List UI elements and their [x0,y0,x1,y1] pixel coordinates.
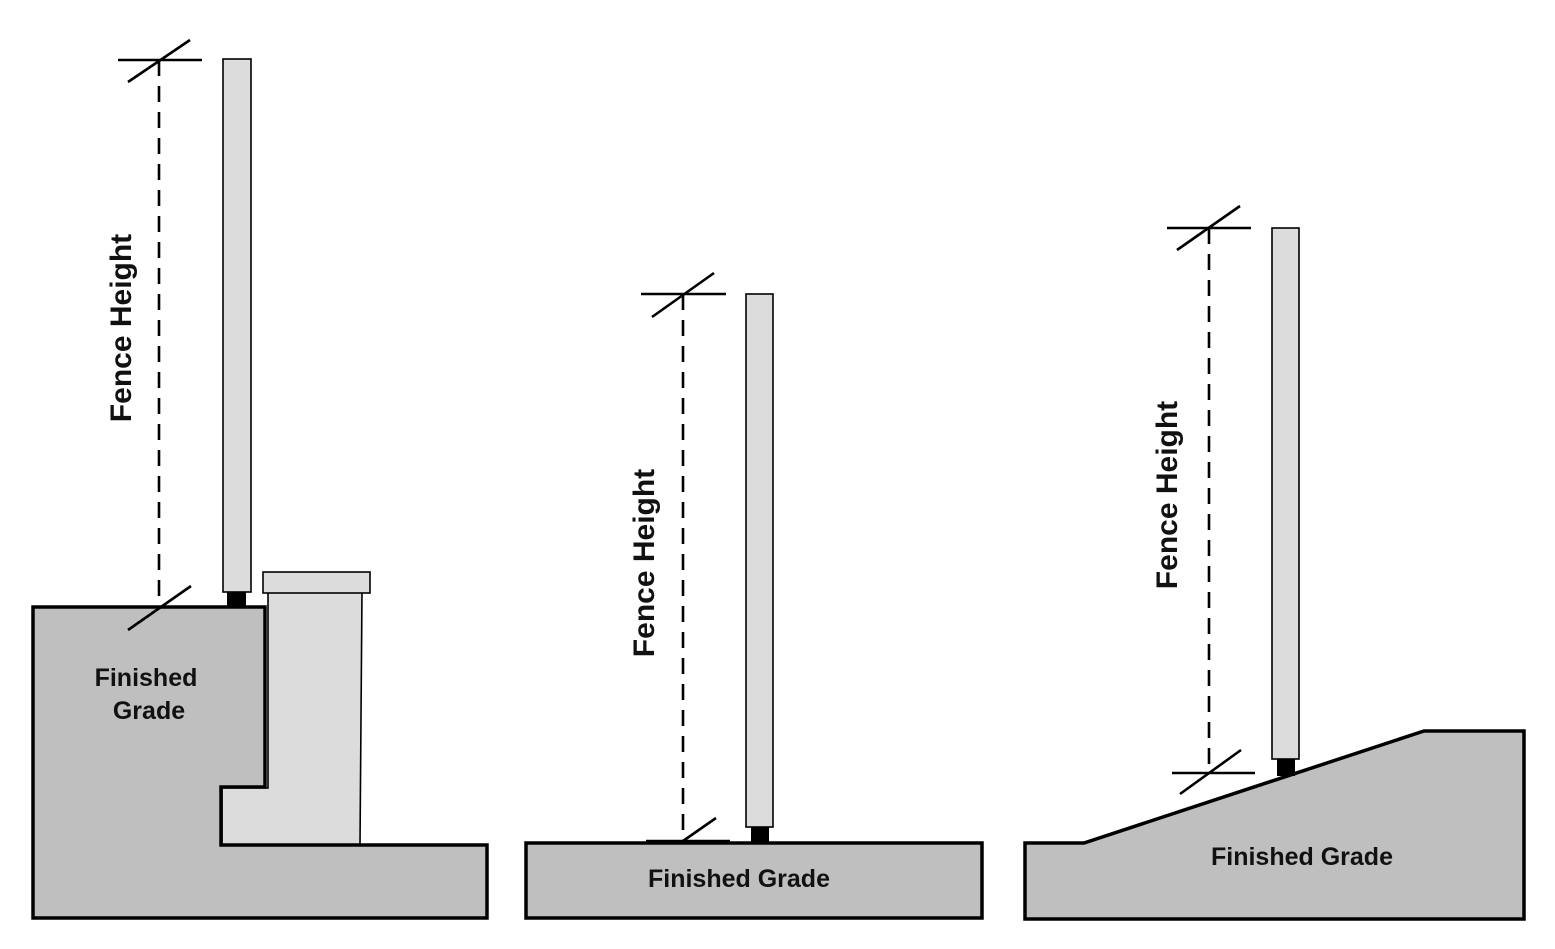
finished-grade-ground-2 [524,841,984,920]
panel-retaining-wall: Fence Height Finished Grade [31,38,489,920]
panel-sloped-ground: Fence Height Finished Grade [1023,204,1526,921]
dimension-bottom-slash-3 [1179,748,1242,796]
finished-grade-label-2: Finished Grade [648,865,830,893]
post-footing-3 [1277,759,1295,776]
fence-height-label-3: Fence Height [1151,401,1184,589]
finished-grade-label-3: Finished Grade [1211,843,1393,871]
finished-grade-label-1a: Finished [95,664,198,692]
fence-height-label-2: Fence Height [628,469,661,657]
finished-grade-ground-3 [1023,729,1526,921]
post-footing-1 [227,592,246,607]
panel-flat-ground: Fence Height Finished Grade [524,271,984,920]
dimension-bottom-slash-1 [127,584,192,632]
fence-post-2 [745,293,774,828]
fence-post-1 [222,58,252,593]
retaining-wall-cap [262,571,371,594]
fence-post-3 [1271,227,1300,760]
finished-grade-ground-1 [31,605,489,920]
dimension-bottom-slash-2 [682,816,717,843]
post-footing-2 [751,827,769,843]
finished-grade-label-1b: Grade [113,697,185,725]
fence-height-label-1: Fence Height [105,234,138,422]
